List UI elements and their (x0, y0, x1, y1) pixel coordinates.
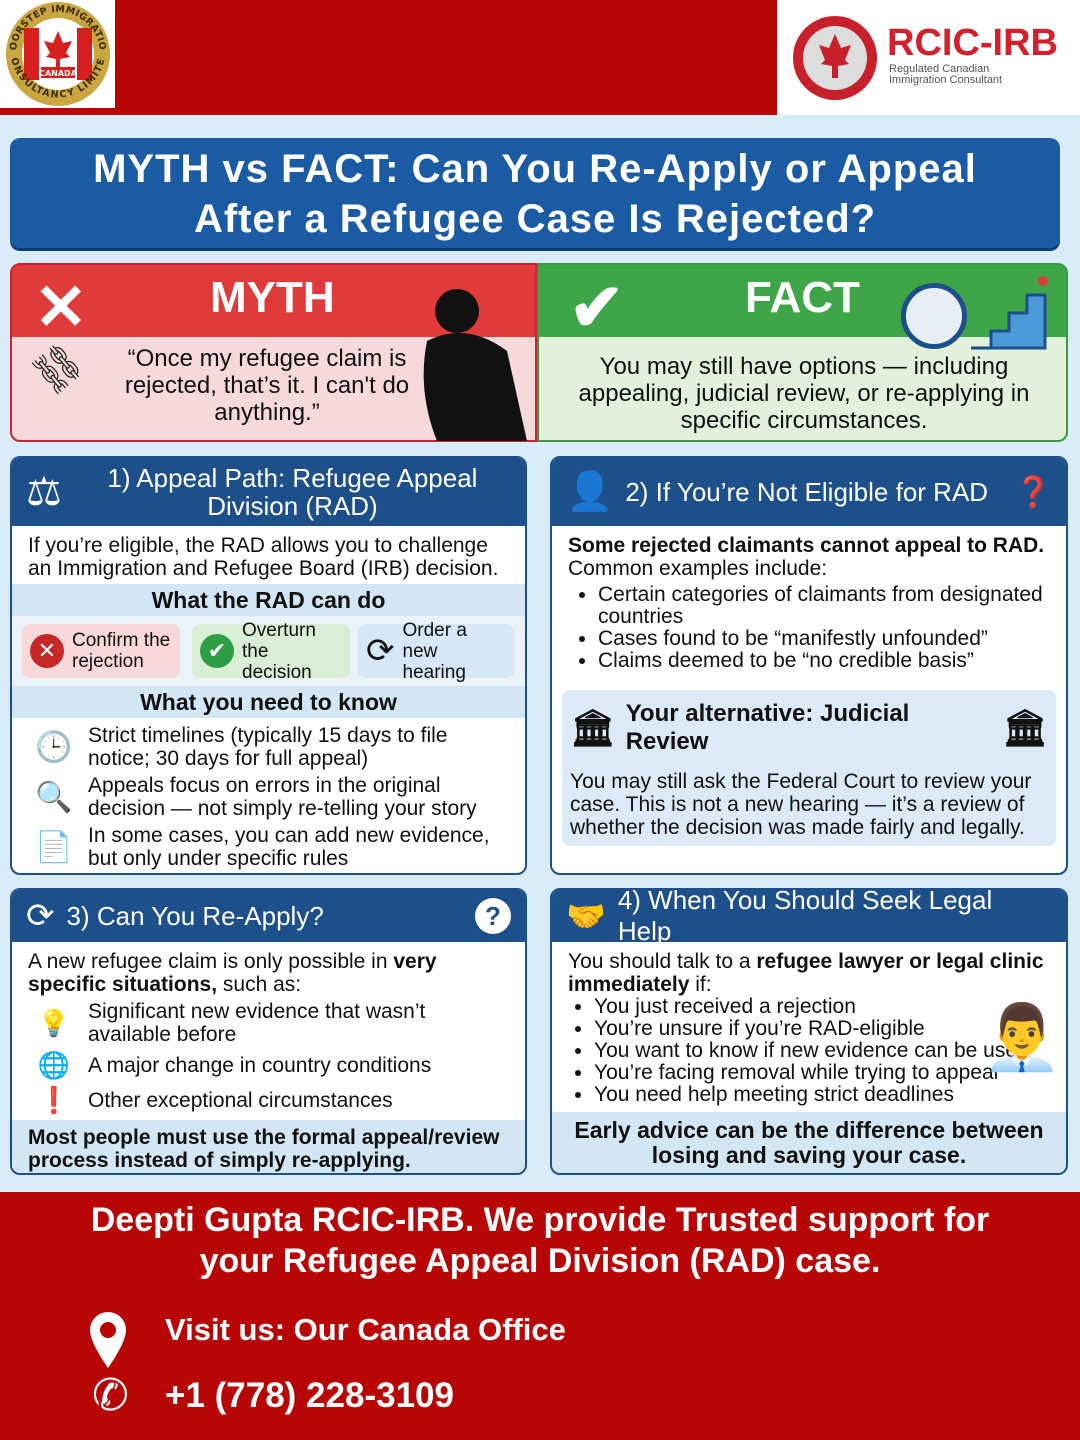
alt-text: You may still ask the Federal Court to r… (570, 770, 1032, 839)
fact-label: FACT (745, 273, 860, 322)
s4-note: Early advice can be the difference betwe… (552, 1112, 1066, 1173)
list-item: Claims deemed to be “no credible basis” (598, 650, 1050, 672)
list-item: Cases found to be “manifestly unfounded” (598, 628, 1050, 650)
globe-icon: 🌐 (37, 1050, 71, 1080)
list-item: You’re facing removal while trying to ap… (594, 1062, 1050, 1084)
list-item: Certain categories of claimants from des… (598, 584, 1050, 628)
logo-line-2: Immigration Consultant (889, 74, 1003, 86)
list-item: You need help meeting strict deadlines (594, 1084, 1050, 1106)
alt-title: Your alternative: Judicial Review (625, 700, 910, 755)
list-item: You’re unsure if you’re RAD-eligible (594, 1018, 1050, 1040)
list-item: You just received a rejection (594, 996, 1050, 1018)
logo-line-1: Regulated Canadian (889, 63, 990, 75)
s2-intro-1: Some rejected claimants cannot appeal to… (568, 534, 1045, 557)
check-circle-icon: ✔ (200, 634, 234, 668)
check-icon: ✔ (569, 270, 625, 344)
magnifier-icon: 🔍 (35, 780, 73, 814)
can-do-text: Overturn the decision (242, 619, 316, 683)
clock-icon: 🕒 (35, 730, 73, 764)
person-icon: 👤 (566, 471, 614, 513)
page-title: MYTH vs FACT: Can You Re-Apply or Appeal… (10, 138, 1060, 248)
rad-appeal-card: ⚖ 1) Appeal Path: Refugee Appeal Division… (10, 456, 527, 875)
new-hearing-item: ⟳Order a new hearing (358, 620, 514, 683)
s3-intro-bold: very specific situations, (28, 950, 437, 996)
refresh-icon: ⟳ (26, 897, 55, 935)
title-line-2: After a Refugee Case Is Rejected? (193, 197, 877, 241)
s3-intro-end: such as: (217, 973, 302, 996)
phone-icon: ✆ (92, 1371, 129, 1420)
title-line-1: MYTH vs FACT: Can You Re-Apply or Appeal (93, 147, 977, 191)
can-do-text: Order a new hearing (402, 619, 467, 683)
x-icon: ✕ (34, 271, 88, 343)
office-link[interactable]: Visit us: Our Canada Office (165, 1312, 566, 1347)
fact-text: You may still have options — including a… (578, 353, 1030, 434)
know-item: Appeals focus on errors in the original … (88, 774, 477, 820)
myth-text: “Once my refugee claim is rejected, that… (124, 345, 410, 426)
doorstep-logo: DOORSTEP IMMIGRATION CONSULTANCY LIMITED… (0, 0, 115, 108)
footer: Deepti Gupta RCIC-IRB. We provide Truste… (0, 1192, 1080, 1440)
s4-intro-end: if: (689, 973, 712, 996)
s3-title: 3) Can You Re-Apply? (66, 900, 324, 931)
s2-intro-2: Common examples include: (568, 557, 828, 580)
s4-intro: You should talk to a (568, 950, 757, 973)
courthouse-icon: 🏛 (570, 707, 616, 748)
rcic-irb-name: RCIC-IRB (887, 22, 1058, 64)
can-do-text: Confirm the rejection (72, 630, 171, 672)
myth-panel: ✕ ⛓ MYTH “Once my refugee claim is rejec… (10, 263, 537, 442)
legal-help-card: 🤝 4) When You Should Seek Legal Help You … (550, 888, 1068, 1175)
courthouse-icon: 🏛 (1002, 707, 1048, 748)
broken-chain-icon: ⛓ (24, 335, 92, 403)
distressed-person-icon (423, 289, 527, 441)
footer-tagline: Deepti Gupta RCIC-IRB. We provide Truste… (90, 1201, 990, 1280)
know-item: In some cases, you can add new evidence,… (88, 824, 490, 870)
s4-intro-bold: refugee lawyer or legal clinic immediate… (568, 950, 1044, 996)
gavel-icon: ⚖ (26, 470, 62, 514)
compass-icon (901, 283, 967, 349)
confirm-rejection-item: ✕Confirm the rejection (22, 624, 180, 678)
know-heading: What you need to know (12, 686, 525, 718)
not-eligible-card: 👤 2) If You’re Not Eligible for RAD ❓ Some… (550, 456, 1068, 875)
location-pin-icon (90, 1312, 126, 1368)
reapply-card: ⟳ 3) Can You Re-Apply?? A new refugee cla… (10, 888, 527, 1175)
phone-link[interactable]: +1 (778) 228-3109 (165, 1376, 454, 1415)
question-icon: ? (475, 898, 511, 934)
stairs-icon (971, 276, 1048, 350)
s4-title: 4) When You Should Seek Legal Help (617, 888, 993, 946)
reapply-item: Significant new evidence that wasn’t ava… (88, 1000, 426, 1046)
lightbulb-icon: 💡 (37, 1007, 71, 1038)
reapply-item: A major change in country conditions (88, 1054, 432, 1077)
reapply-item: Other exceptional circumstances (88, 1089, 393, 1112)
logo-text-canada: CANADA (39, 69, 78, 78)
rcic-irb-logo: RCIC-IRB Regulated Canadian Immigration … (777, 0, 1080, 115)
person-question-icon: ❓ (1014, 475, 1052, 509)
s3-note: Most people must use the formal appeal/r… (12, 1120, 525, 1173)
document-icon: 📄 (35, 830, 73, 864)
refresh-icon: ⟳ (366, 631, 395, 670)
fact-panel: ✔ FACT You may still have options — incl… (537, 263, 1068, 442)
can-do-heading: What the RAD can do (12, 584, 525, 616)
handshake-icon: 🤝 (566, 898, 606, 934)
judicial-review-box: 🏛Your alternative: Judicial Review🏛 You … (562, 690, 1056, 846)
list-item: You want to know if new evidence can be … (594, 1040, 1050, 1062)
s2-title: 2) If You’re Not Eligible for RAD (625, 476, 989, 507)
x-circle-icon: ✕ (30, 634, 64, 668)
rcic-emblem-icon (793, 16, 877, 100)
lawyer-avatar-icon: 👨‍💼 (982, 1001, 1062, 1073)
exclamation-icon: ❗ (37, 1085, 71, 1115)
s1-intro: If you’re eligible, the RAD allows you t… (28, 534, 499, 580)
s1-title: 1) Appeal Path: Refugee Appeal Division … (107, 463, 478, 521)
know-item: Strict timelines (typically 15 days to f… (88, 724, 448, 770)
overturn-decision-item: ✔Overturn the decision (192, 620, 350, 683)
s3-intro: A new refugee claim is only possible in (28, 950, 394, 973)
myth-label: MYTH (210, 273, 335, 322)
